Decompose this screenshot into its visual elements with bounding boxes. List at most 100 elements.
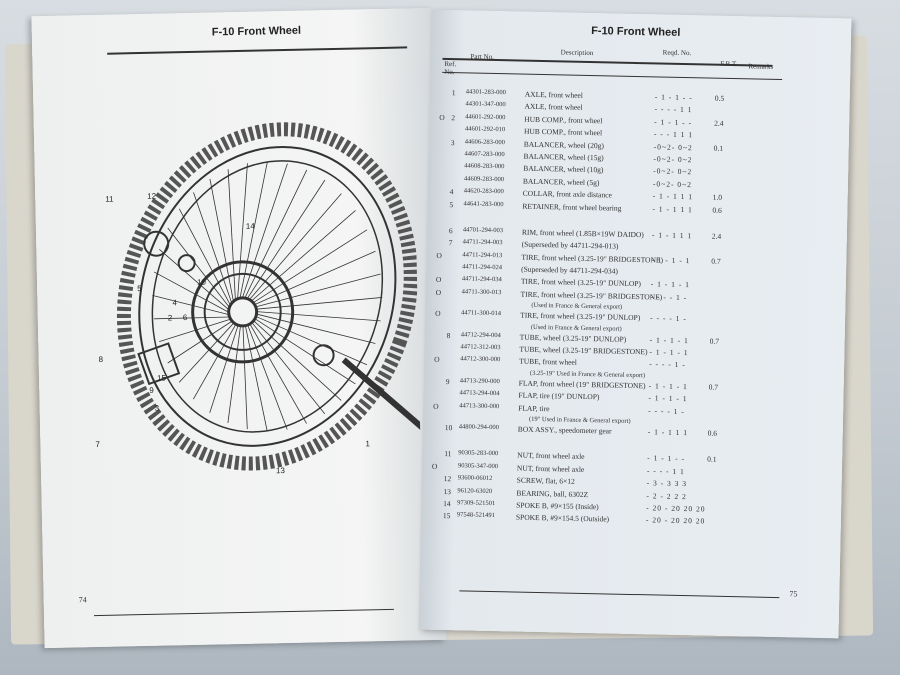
ref-no: 1 [451, 88, 456, 98]
description: BALANCER, wheel (5g) [522, 176, 600, 187]
description: COLLAR, front axle distance [522, 188, 612, 200]
ref-no: 7 [448, 238, 453, 248]
ref-no: 13 [443, 486, 452, 496]
part-no: 44609-283-000 [463, 175, 505, 183]
spoke [227, 169, 236, 300]
description: NUT, front wheel axle [516, 463, 585, 474]
required-qty: - 1 - 1 - - [647, 453, 686, 464]
required-qty: -0~2- 0~2 [653, 154, 693, 165]
description: TIRE, front wheel (3.25-19" DUNLOP) [520, 310, 641, 323]
change-mark: O [434, 355, 440, 365]
ref-no: 11 [444, 449, 452, 459]
required-qty: -0~2- 0~2 [653, 141, 693, 152]
part-no: 44620-283-000 [463, 187, 504, 196]
part-no: 44712-312-003 [460, 343, 501, 352]
part-no: 44301-283-000 [465, 88, 506, 97]
required-qty: - - - - 1 1 [654, 104, 693, 115]
ref-no: 3 [450, 137, 455, 147]
description: BOX ASSY., speedometer gear [517, 424, 612, 436]
frt-value: 2.4 [714, 118, 724, 128]
description: FLAP, front wheel (19" BRIDGESTONE) [518, 378, 646, 391]
frt-value: 0.1 [713, 143, 724, 153]
spoke [209, 325, 239, 413]
spoke [256, 313, 376, 344]
spoke [153, 271, 229, 313]
ref-no: 8 [446, 330, 451, 340]
change-mark: O [435, 287, 442, 297]
part-no: 44641-283-000 [463, 199, 504, 208]
ref-no: 10 [444, 423, 453, 433]
description: SPOKE B, #9×155 (Inside) [516, 500, 599, 512]
part-no: 44711-294-003 [462, 238, 503, 247]
description: TIRE, front wheel (3.25-19" DUNLOP) [520, 277, 642, 289]
footer-rule [459, 590, 780, 599]
required-qty: - - - - 1 - [650, 313, 687, 324]
header-rule [107, 46, 408, 55]
required-qty: - 1 - 1 - 1 [649, 334, 689, 345]
required-qty: - - - - 1 1 [646, 466, 685, 476]
part-no: 44607-283-000 [464, 150, 505, 159]
frt-value: 0.7 [709, 336, 720, 346]
required-qty: - 1 - 1 1 1 [652, 203, 693, 214]
col-frt: F.R.T. [720, 59, 738, 69]
spoke [255, 273, 381, 308]
callout-7: 7 [95, 439, 100, 450]
col-part-no: Part No. [470, 52, 494, 61]
part-no: 44601-292-000 [465, 113, 506, 122]
right-page: F-10 Front Wheel Ref. No. Part No. Descr… [418, 9, 852, 639]
required-qty: - 20 - 20 20 20 [646, 503, 706, 514]
spoke [178, 322, 235, 383]
spoke [167, 320, 233, 364]
required-qty: - 1 - 1 - 1 [648, 381, 688, 391]
part-no: 44608-283-000 [464, 162, 505, 171]
spoke [256, 297, 383, 310]
callout-8: 8 [98, 354, 104, 364]
spoke [227, 325, 241, 423]
part-no: 44711-294-013 [462, 251, 503, 259]
ref-no: 14 [443, 498, 451, 509]
required-qty: - 1 - 1 - 1 [648, 393, 688, 404]
spoke [246, 179, 326, 299]
callout-12: 12 [147, 191, 157, 201]
spoke [167, 227, 230, 308]
change-mark: O [435, 309, 441, 319]
description: AXLE, front wheel [524, 102, 583, 113]
part-no: 90305-283-000 [458, 449, 499, 458]
description: TIRE, front wheel (3.25-19" BRIDGESTONE) [521, 252, 664, 265]
description: FLAP, tire (19" DUNLOP) [518, 390, 600, 402]
required-qty: - - - - 1 - [649, 359, 686, 370]
page-number: 74 [78, 595, 87, 605]
frt-value: 0.7 [708, 382, 719, 392]
col-ref-no: Ref. No. [444, 59, 457, 76]
required-qty: - 1 - 1 - - [654, 117, 693, 127]
part-no: 44711-294-034 [461, 275, 502, 284]
ref-no: 4 [449, 187, 454, 197]
description: NUT, front wheel axle [517, 450, 585, 462]
page-title: F-10 Front Wheel [591, 25, 681, 39]
part-no: 44713-290-000 [459, 377, 500, 385]
part-no: 44711-294-024 [462, 263, 503, 272]
required-qty: - 1 - 1 - 1 [649, 347, 689, 358]
spoke [244, 325, 268, 432]
required-qty: - - - - 1 - [648, 405, 685, 416]
part-no: 44606-283-000 [464, 137, 505, 146]
required-qty: - - - 1 1 1 [653, 129, 694, 140]
description: BEARING, ball, 6302Z [516, 488, 589, 499]
frt-value: 1.0 [712, 192, 723, 202]
description: TIRE, front wheel (3.25-19" BRIDGESTONE) [520, 289, 663, 302]
required-qty: - 1 - 1 1 1 [651, 230, 693, 241]
callout-4: 4 [172, 298, 178, 308]
description: SCREW, flat, 6×12 [516, 475, 575, 486]
part-no: 93600-06012 [457, 474, 493, 483]
change-mark: O [433, 401, 439, 411]
callout-2: 2 [167, 313, 173, 323]
required-qty: -0~2- 0~2 [653, 166, 693, 177]
part-no: 97548-521491 [456, 511, 495, 520]
frt-value: 0.6 [712, 205, 722, 215]
spoke [242, 325, 248, 430]
description: RETAINER, front wheel bearing [522, 201, 622, 213]
description: TUBE, wheel (3.25-19" BRIDGESTONE) [519, 344, 648, 357]
part-no: 44800-294-000 [458, 423, 499, 432]
required-qty: - 1 - 1 1 1 [647, 427, 689, 438]
